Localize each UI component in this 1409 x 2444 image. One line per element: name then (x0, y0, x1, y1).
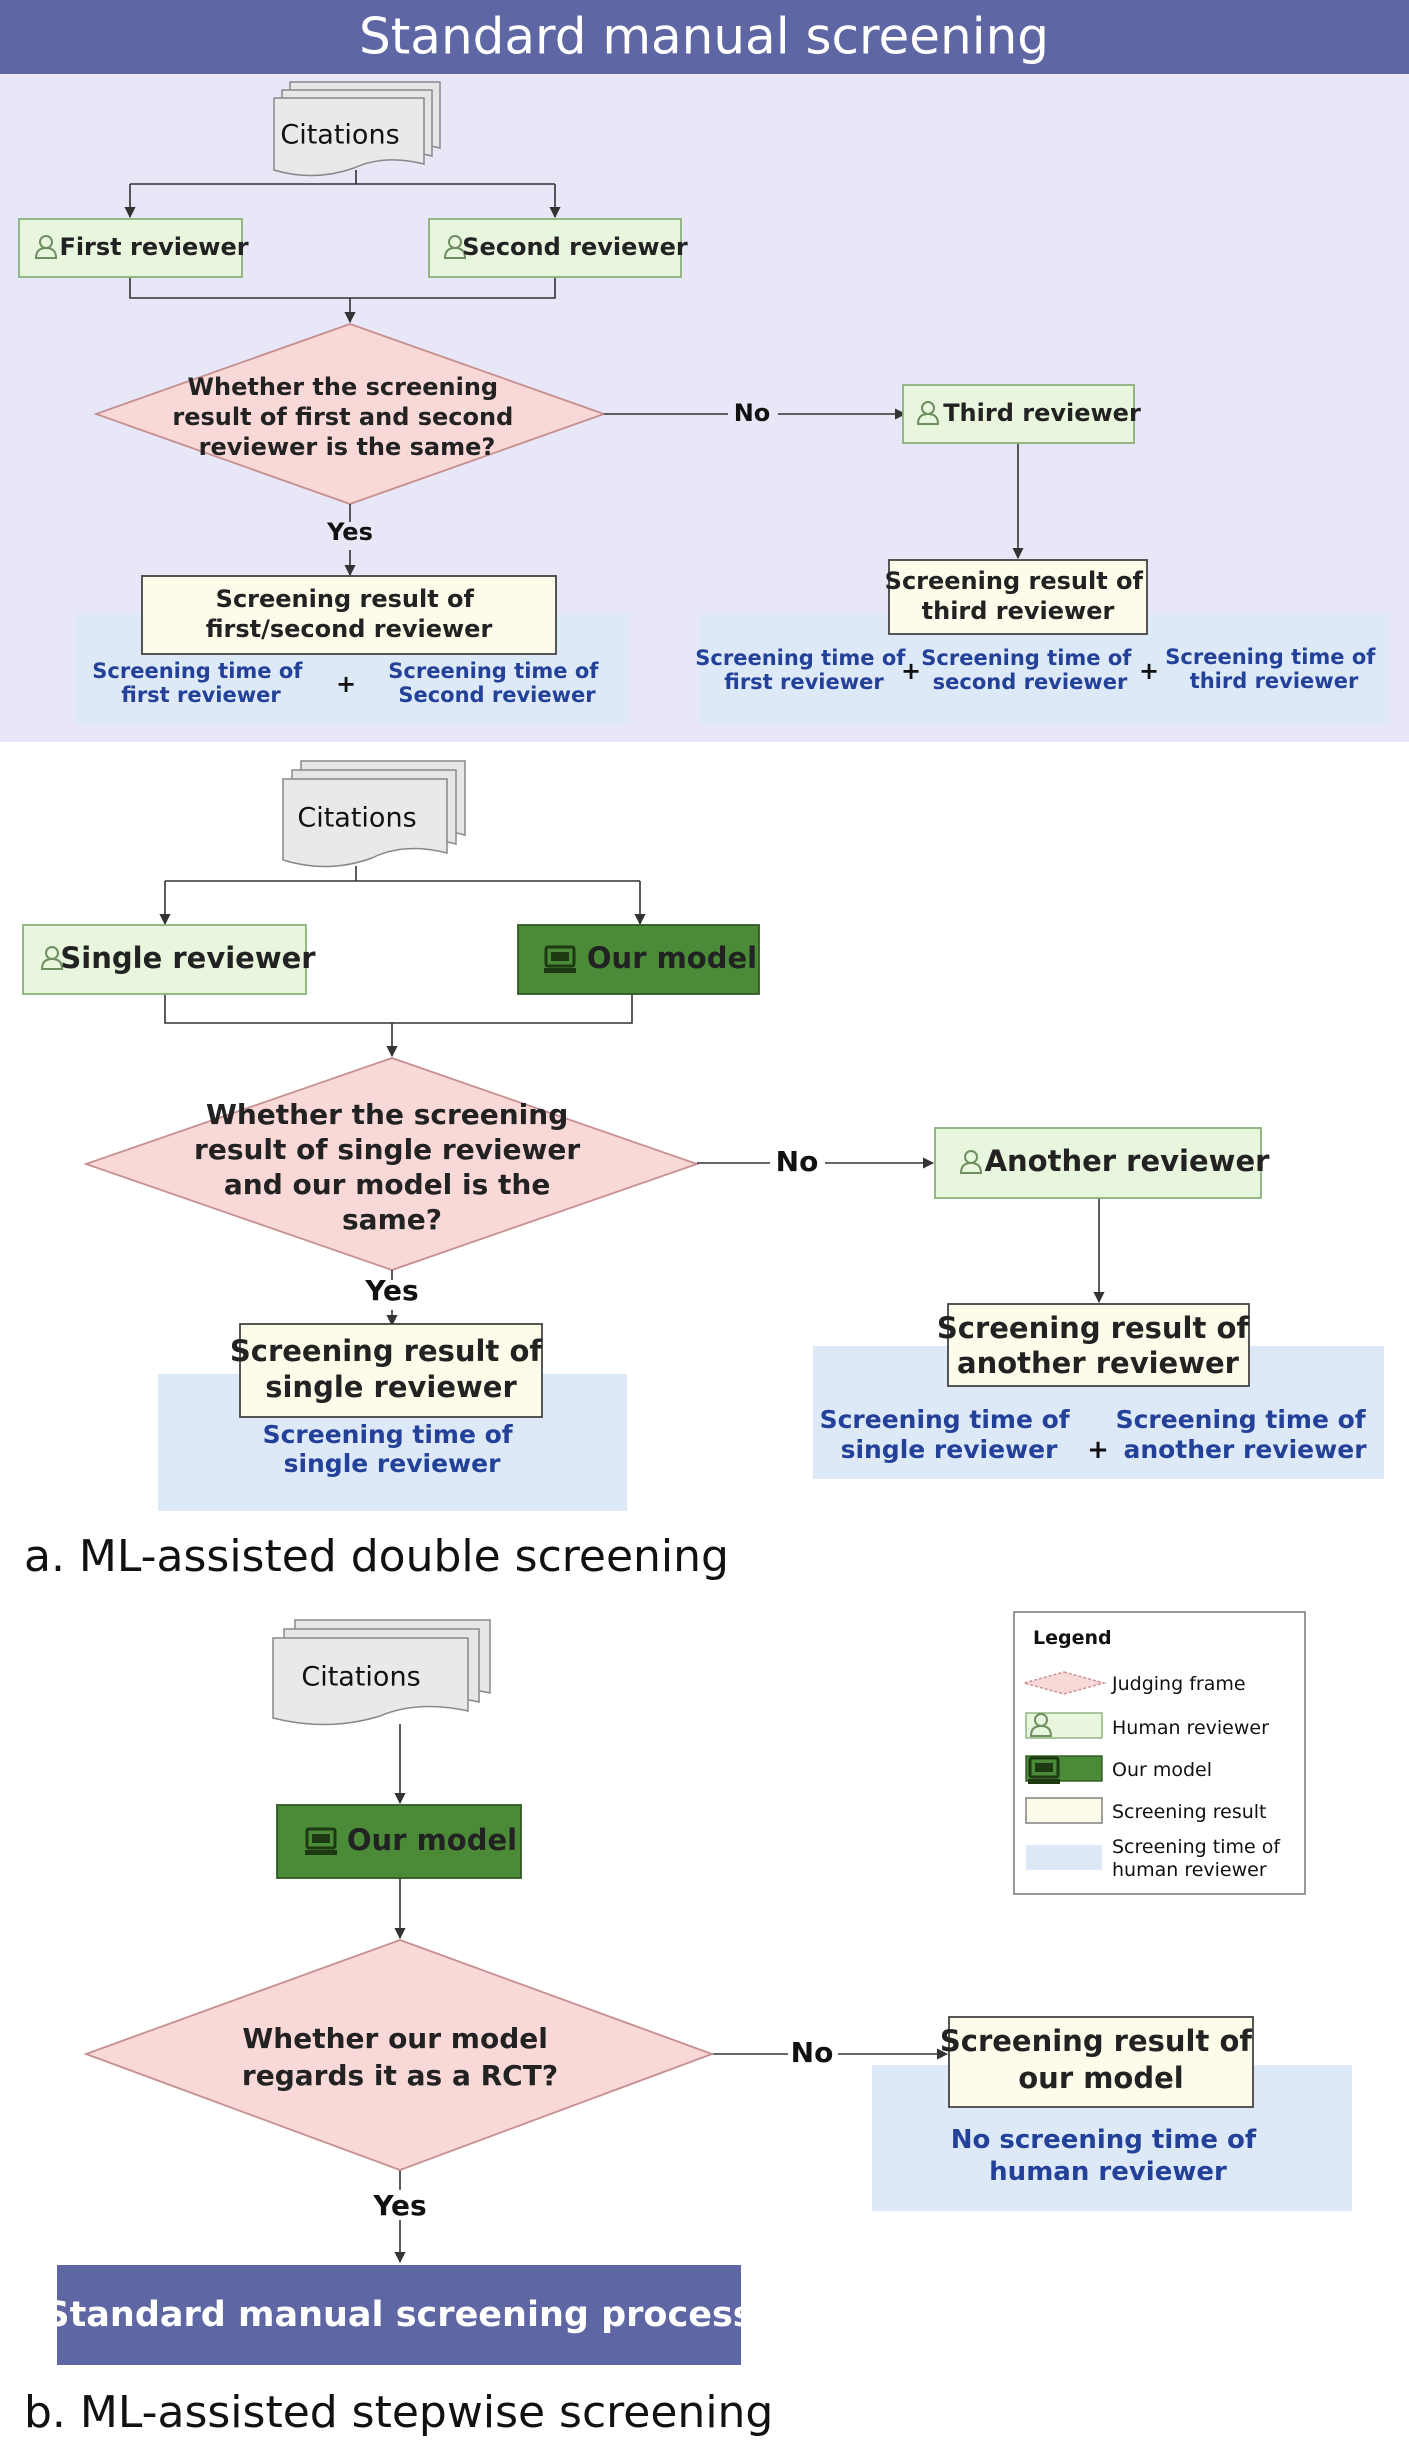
citations-label-1: Citations (280, 120, 399, 151)
time-double-no-another: Screening time of another reviewer (1116, 1405, 1375, 1464)
svg-text:Whether the screening re: Whether the screening result of first an… (172, 373, 521, 461)
standard-process-box: Standard manual screening process (44, 2265, 754, 2365)
legend-screening-result: Screening result (1112, 1801, 1267, 1823)
result-double-yes-line1: Screening result of (230, 1334, 543, 1368)
result-standard-no-line1: Screening result of (885, 567, 1144, 595)
result-box-double-no: Screening result of another reviewer (937, 1303, 1259, 1387)
caption-double: a. ML-assisted double screening (24, 1531, 729, 1582)
citations-label-2: Citations (297, 803, 416, 834)
judge-stepwise-line2: regards it as a RCT? (242, 2059, 558, 2092)
svg-text:Whether our model regard: Whether our model regards it as a RCT? (242, 2022, 558, 2092)
legend-judging-frame: Judging frame (1111, 1673, 1246, 1695)
yes-label-stepwise: Yes (372, 2189, 426, 2222)
time-standard-no-third: Screening time of third reviewer (1165, 645, 1382, 693)
plus-standard-no-2: + (1139, 657, 1159, 685)
result-stepwise-no-line1: Screening result of (940, 2024, 1253, 2058)
legend-screening-time-line2: human reviewer (1112, 1859, 1267, 1881)
citations-doc-stack-2: Citations (282, 760, 466, 868)
legend-result-swatch (1025, 1797, 1103, 1824)
judge-double-line3: and our model is the (224, 1168, 550, 1201)
result-box-double-yes: Screening result of single reviewer (230, 1323, 552, 1418)
caption-stepwise: b. ML-assisted stepwise screening (24, 2387, 773, 2438)
judge-standard-line3: reviewer is the same? (199, 433, 496, 461)
svg-text:Screening result of anot: Screening result of another reviewer (937, 1311, 1259, 1380)
result-box-standard-yes: Screening result of first/second reviewe… (141, 575, 557, 655)
judge-standard-line1: Whether the screening (188, 373, 499, 401)
our-model-box-stepwise: Our model (276, 1804, 522, 1879)
svg-text:Whether the screening re: Whether the screening result of single r… (194, 1098, 590, 1236)
judge-diamond-double: Whether the screening result of single r… (83, 1057, 700, 1271)
judge-diamond-stepwise: Whether our model regards it as a RCT? (83, 1939, 715, 2171)
legend: Legend Judging frame Human reviewer Our … (1013, 1611, 1306, 1895)
no-label-standard: No (734, 399, 771, 427)
connectors-double-top (159, 866, 646, 1058)
standard-process-label: Standard manual screening process (44, 2295, 753, 2335)
another-reviewer-label: Another reviewer (985, 1144, 1271, 1178)
result-double-no-line1: Screening result of (937, 1311, 1250, 1345)
second-reviewer-label: Second reviewer (462, 233, 688, 261)
judge-double-line4: same? (342, 1203, 442, 1236)
result-standard-yes-line2: first/second reviewer (206, 615, 493, 643)
our-model-box-double: Our model (517, 924, 760, 995)
legend-our-model: Our model (1112, 1759, 1212, 1781)
result-box-standard-no: Screening result of third reviewer (885, 559, 1152, 635)
standard-header-title: Standard manual screening (359, 8, 1049, 66)
result-double-yes-line2: single reviewer (265, 1370, 517, 1404)
citations-doc-stack-1: Citations (273, 81, 441, 177)
result-double-no-line2: another reviewer (957, 1346, 1240, 1380)
no-label-double: No (776, 1145, 819, 1178)
judge-stepwise-line1: Whether our model (242, 2022, 547, 2055)
result-box-stepwise-no: Screening result of our model (940, 2016, 1262, 2108)
connectors-standard-no (344, 408, 1024, 577)
first-reviewer-box: First reviewer (18, 218, 249, 278)
legend-judge-swatch (1021, 1671, 1107, 1695)
another-reviewer-box: Another reviewer (934, 1127, 1271, 1199)
connectors-standard-top (124, 170, 561, 324)
our-model-label-stepwise: Our model (347, 1823, 517, 1857)
legend-time-swatch (1026, 1845, 1102, 1870)
svg-text:Screening result of firs: Screening result of first/second reviewe… (206, 585, 493, 643)
svg-text:Screening result of our: Screening result of our model (940, 2024, 1262, 2095)
our-model-label-double: Our model (587, 941, 757, 975)
legend-title: Legend (1033, 1627, 1112, 1649)
connectors-double-no (386, 1157, 1105, 1327)
result-standard-yes-line1: Screening result of (216, 585, 475, 613)
plus-standard-no-1: + (901, 657, 921, 685)
time-standard-yes-first: Screening time of first reviewer (92, 659, 309, 707)
legend-screening-time-line1: Screening time of (1112, 1836, 1281, 1858)
yes-label-standard: Yes (326, 518, 373, 546)
time-standard-no-second: Screening time of second reviewer (921, 646, 1138, 694)
single-reviewer-label: Single reviewer (60, 941, 316, 975)
legend-human-reviewer: Human reviewer (1112, 1717, 1269, 1739)
time-double-yes: Screening time of single reviewer (263, 1420, 522, 1478)
third-reviewer-box: Third reviewer (902, 384, 1141, 444)
connectors-stepwise (394, 1724, 949, 2264)
judge-double-line1: Whether the screening (206, 1098, 568, 1131)
plus-standard-yes: + (336, 670, 356, 698)
citations-label-3: Citations (301, 1662, 420, 1693)
result-standard-no-line2: third reviewer (922, 597, 1115, 625)
single-reviewer-box: Single reviewer (22, 924, 316, 995)
judge-double-line2: result of single reviewer (194, 1133, 580, 1166)
first-reviewer-label: First reviewer (59, 233, 248, 261)
time-standard-no-first: Screening time of first reviewer (695, 646, 912, 694)
result-stepwise-no-line2: our model (1018, 2061, 1183, 2095)
time-stepwise-no: No screening time of human reviewer (951, 2125, 1266, 2187)
judge-standard-line2: result of first and second (172, 403, 513, 431)
yes-label-double: Yes (364, 1274, 418, 1307)
no-label-stepwise: No (791, 2036, 834, 2069)
citations-doc-stack-3: Citations (272, 1619, 491, 1726)
second-reviewer-box: Second reviewer (428, 218, 688, 278)
svg-text:Screening result of sing: Screening result of single reviewer (230, 1334, 552, 1404)
plus-double-no: + (1087, 1435, 1109, 1465)
time-double-no-single: Screening time of single reviewer (820, 1405, 1079, 1464)
time-standard-yes-second: Screening time of Second reviewer (388, 659, 605, 707)
standard-header-bar (0, 0, 1409, 74)
svg-text:Screening result of thir: Screening result of third reviewer (885, 567, 1152, 625)
third-reviewer-label: Third reviewer (943, 399, 1141, 427)
